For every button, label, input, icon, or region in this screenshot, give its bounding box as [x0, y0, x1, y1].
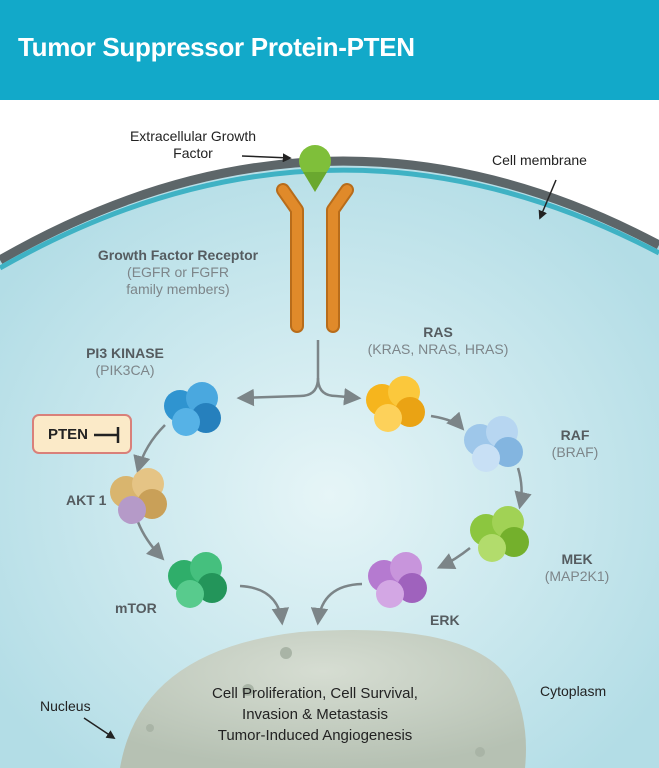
pi3-kinase-subtitle: (PIK3CA): [95, 362, 155, 378]
raf-protein: [464, 416, 523, 472]
receptor-title: Growth Factor Receptor: [97, 247, 259, 263]
raf-subtitle: (BRAF): [551, 444, 599, 460]
akt1-protein: [110, 468, 167, 524]
raf-title: RAF: [560, 427, 590, 443]
growth-factor-label-line1: Extracellular Growth: [129, 128, 257, 144]
growth-factor-receptor: [276, 183, 354, 333]
nucleus-shape: [120, 630, 526, 768]
pi3-kinase-title: PI3 KINASE: [86, 345, 164, 361]
raf-label: RAF (BRAF): [540, 427, 610, 461]
mek-subtitle: (MAP2K1): [544, 568, 610, 584]
ras-label: RAS (KRAS, NRAS, HRAS): [358, 324, 518, 358]
ras-protein: [366, 376, 425, 432]
nucleus-label: Nucleus: [40, 698, 91, 714]
outcome-line-1: Cell Proliferation, Cell Survival,: [212, 685, 418, 702]
growth-factor-label: Extracellular Growth Factor: [108, 128, 278, 162]
ras-subtitle: (KRAS, NRAS, HRAS): [367, 341, 509, 357]
erk-label: ERK: [430, 612, 460, 628]
erk-protein: [368, 552, 427, 608]
growth-factor-pointer: [241, 153, 292, 163]
cytoplasm-area: [0, 161, 659, 768]
growth-factor-label-line2: Factor: [173, 145, 213, 161]
receptor-label: Growth Factor Receptor (EGFR or FGFR fam…: [78, 247, 278, 298]
outcome-line-3: Tumor-Induced Angiogenesis: [217, 727, 413, 744]
receptor-subtitle-1: (EGFR or FGFR: [127, 264, 229, 280]
cell-membrane-label: Cell membrane: [492, 152, 587, 168]
pathway-diagram: [0, 145, 659, 768]
pathway-arrows: [133, 340, 532, 626]
pten-label: PTEN: [48, 426, 89, 443]
ras-title: RAS: [423, 324, 453, 340]
pten-inhibitor-box: PTEN: [32, 414, 132, 454]
diagram-title: Tumor Suppressor Protein-PTEN: [18, 32, 415, 62]
growth-factor-ligand: [299, 145, 331, 192]
cellular-outcomes: Cell Proliferation, Cell Survival, Invas…: [155, 683, 475, 746]
mek-title: MEK: [561, 551, 593, 567]
pi3-kinase-protein: [164, 382, 221, 436]
pi3-kinase-label: PI3 KINASE (PIK3CA): [70, 345, 180, 379]
membrane-pointer: [538, 179, 557, 220]
mek-protein: [470, 506, 529, 562]
outcome-line-2: Invasion & Metastasis: [242, 706, 388, 723]
nucleus-pointer: [83, 717, 116, 739]
inhibition-icon: [94, 427, 120, 443]
mek-label: MEK (MAP2K1): [532, 551, 622, 585]
title-banner: Tumor Suppressor Protein-PTEN: [0, 0, 659, 100]
akt1-label: AKT 1: [66, 492, 107, 508]
mtor-protein: [168, 552, 227, 608]
cytoplasm-label: Cytoplasm: [540, 683, 607, 699]
mtor-label: mTOR: [115, 600, 157, 616]
receptor-subtitle-2: family members): [126, 281, 230, 297]
